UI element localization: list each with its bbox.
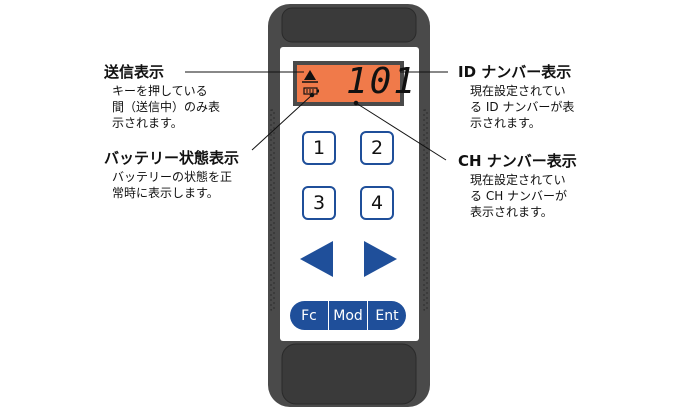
side-grip-left	[270, 109, 275, 311]
id-number-desc: 現在設定されてい る ID ナンバーが表 示されます。	[470, 84, 575, 130]
id-number-title: ID ナンバー表示	[458, 63, 572, 81]
ch-number-desc: 現在設定されてい る CH ナンバーが 表示されます。	[470, 173, 568, 219]
ent-button[interactable]: Ent	[375, 307, 399, 324]
key-2-button[interactable]: 2	[360, 131, 394, 165]
mod-button[interactable]: Mod	[329, 301, 368, 330]
battery-indicator-title: バッテリー状態表示	[104, 149, 240, 167]
key-1-button[interactable]: 1	[302, 131, 336, 165]
lcd-screen	[297, 65, 400, 102]
device-top-cap	[281, 7, 417, 43]
triangle-up-icon	[304, 70, 316, 80]
battery-indicator-desc: バッテリーの状態を正 常時に表示します。	[112, 170, 233, 200]
side-grip-right	[423, 109, 428, 311]
function-key-bar: Fc Mod Ent	[290, 301, 406, 330]
arrow-right-button[interactable]	[362, 240, 399, 278]
arrow-left-icon	[300, 241, 333, 277]
key-3-button[interactable]: 3	[302, 186, 336, 220]
id-number-display: 101	[346, 61, 418, 102]
fc-button[interactable]: Fc	[290, 301, 329, 330]
ch-number-title: CH ナンバー表示	[458, 152, 577, 170]
device-bottom-cap	[281, 343, 417, 405]
key-4-button[interactable]: 4	[360, 186, 394, 220]
arrow-right-icon	[364, 241, 397, 277]
tx-indicator-desc: キーを押している 間（送信中）のみ表 示されます。	[112, 84, 221, 130]
arrow-left-button[interactable]	[298, 240, 335, 278]
leader-lines	[185, 71, 448, 161]
tx-indicator-title: 送信表示	[104, 63, 165, 81]
